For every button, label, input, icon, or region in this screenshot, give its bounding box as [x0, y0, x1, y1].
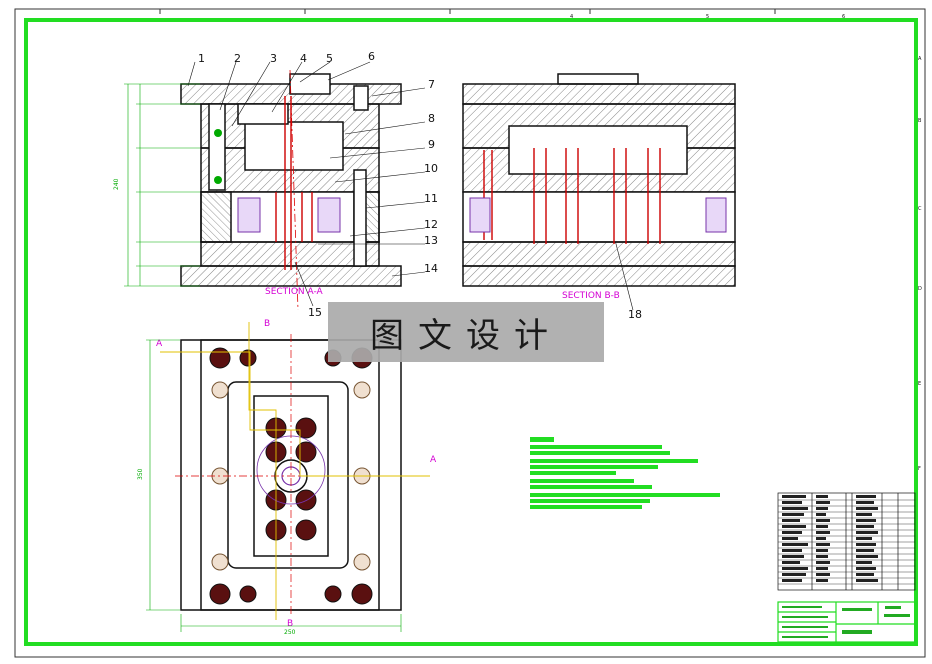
cut-mark-a: A [430, 455, 437, 465]
border-mark-right: A [918, 56, 922, 62]
callout-6: 6 [368, 50, 375, 63]
callout-5: 5 [326, 52, 333, 65]
watermark-text: 图文设计 [370, 315, 562, 356]
callout-14: 14 [424, 262, 438, 275]
callout-15: 15 [308, 306, 322, 319]
callout-11: 11 [424, 192, 438, 205]
section-b-b-view [462, 73, 736, 287]
callout-2: 2 [234, 52, 241, 65]
callout-9: 9 [428, 138, 435, 151]
cut-mark-b: B [287, 619, 293, 629]
section-b-b-springs [469, 197, 727, 233]
technical-notes [530, 437, 720, 509]
border-mark-right: F [918, 466, 921, 472]
cut-mark-b: B [264, 319, 270, 329]
callout-4: 4 [300, 52, 307, 65]
border-mark-right: D [918, 286, 922, 292]
dimension-chain-left [124, 83, 200, 287]
section-a-a-view [180, 73, 402, 287]
dimension-height: 240 [113, 178, 120, 190]
section-b-b-pins [483, 148, 661, 244]
border-mark-right: C [918, 206, 922, 212]
border-mark-right: B [918, 118, 922, 124]
title-block-text [782, 606, 910, 638]
callout-numbers: 1 2 3 4 5 6 7 8 9 10 11 12 13 14 15 18 [198, 50, 642, 321]
border-mark-top: 5 [706, 14, 709, 20]
border-mark-top: 4 [570, 14, 573, 20]
callout-18: 18 [628, 308, 642, 321]
plan-dimensions [146, 339, 402, 632]
plan-centerlines [175, 334, 408, 616]
callout-1: 1 [198, 52, 205, 65]
dimension-plan-height: 350 [137, 468, 144, 480]
callout-10: 10 [424, 162, 438, 175]
section-b-b-label: SECTION B-B [562, 291, 620, 301]
parts-list [777, 492, 916, 591]
drawing-border [24, 18, 918, 646]
border-mark-top: 6 [842, 14, 845, 20]
section-a-a-markers [214, 129, 222, 184]
title-block [777, 601, 916, 643]
callout-7: 7 [428, 78, 435, 91]
callout-3: 3 [270, 52, 277, 65]
dimension-plan-width: 250 [284, 629, 296, 636]
section-a-a-label: SECTION A-A [265, 287, 324, 297]
callout-8: 8 [428, 112, 435, 125]
cut-mark-a: A [156, 339, 163, 349]
section-cut-letters: A A B B [156, 319, 437, 629]
parts-list-rows [778, 499, 915, 585]
callout-12: 12 [424, 218, 438, 231]
section-a-a-springs [237, 197, 341, 233]
section-a-a-pins [275, 96, 313, 270]
watermark-banner: 图文设计 [328, 302, 604, 362]
section-cut-lines [160, 322, 430, 620]
outer-frame [14, 8, 926, 658]
plan-bolts [211, 381, 371, 571]
callout-13: 13 [424, 234, 438, 247]
border-mark-right: E [918, 381, 921, 387]
parts-list-text [782, 495, 878, 582]
